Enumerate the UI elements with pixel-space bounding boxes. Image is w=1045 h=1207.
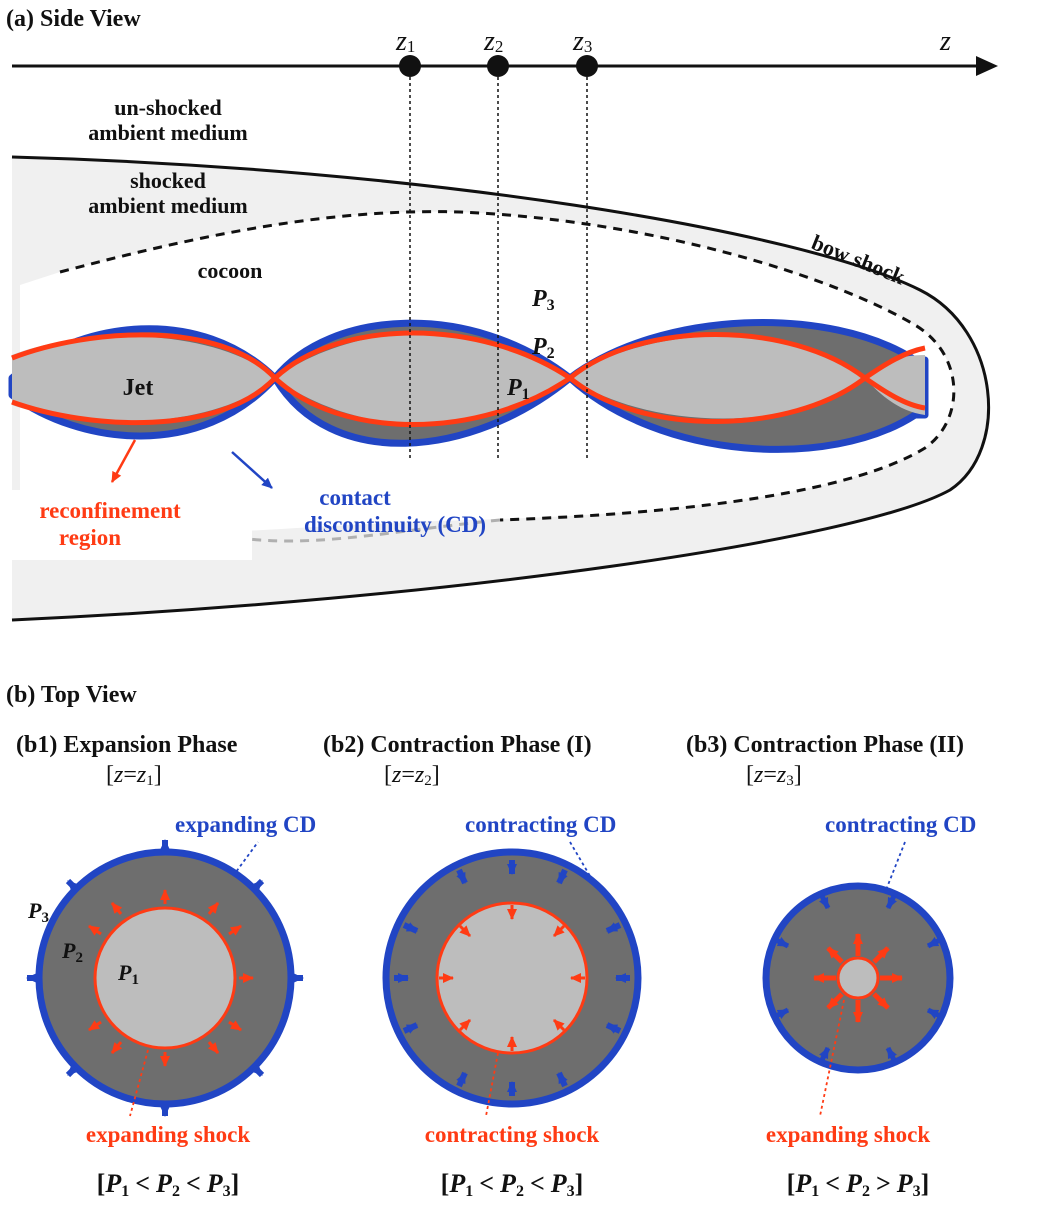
jet-lens-1 — [12, 336, 275, 422]
b3-inequality: [P1<P2>P3] — [787, 1169, 930, 1200]
reconfinement-pointer — [110, 439, 137, 483]
b2-title: (b2) Contraction Phase (I) — [323, 732, 592, 758]
label-backdrop — [12, 490, 252, 560]
cocoon-boundary-dashed — [59, 210, 956, 522]
b1-shock-label: expanding shock — [86, 1122, 250, 1147]
b1-inequality: [P1<P2<P3] — [97, 1169, 240, 1200]
b2-cd-arrows — [394, 860, 630, 1096]
b1-condition: [z=z1] — [106, 762, 162, 789]
unshocked-label-line1: un-shocked — [114, 95, 222, 120]
b2-cd-leader — [569, 841, 591, 877]
contact-label-line2: discontinuity (CD) — [304, 512, 486, 537]
shocked-label-line2: ambient medium — [88, 193, 248, 218]
b2-inequality: [P1<P2<P3] — [441, 1169, 584, 1200]
b3-condition: [z=z3] — [746, 762, 802, 789]
b1-shock-arrows — [88, 889, 254, 1067]
cocoon-boundary-dashed-lower — [149, 518, 501, 543]
panel-b2: (b2) Contraction Phase (I) [z=z2] — [323, 732, 642, 1200]
z-point-3: z3 — [572, 26, 598, 77]
jet-label: Jet — [123, 375, 154, 401]
jet-lens-2 — [275, 333, 570, 425]
z-axis-arrow-icon — [976, 56, 998, 76]
b3-shock-circle — [836, 956, 880, 1000]
p2-label: P2 — [531, 334, 555, 362]
reconfinement-shock-lines — [11, 330, 926, 427]
cocoon-label: cocoon — [198, 258, 263, 283]
panel-b3: (b3) Contraction Phase (II) [z=z3] — [686, 732, 976, 1200]
panel-b1: (b1) Expansion Phase [z=z1] — [16, 732, 316, 1200]
contact-label-line1: contact — [319, 485, 391, 510]
b2-shock-circle — [435, 901, 589, 1055]
b3-shock-arrows — [813, 933, 903, 1023]
unshocked-label-line2: ambient medium — [88, 120, 248, 145]
svg-text:z1: z1 — [395, 26, 415, 57]
z-point-1: z1 — [395, 26, 421, 77]
b1-shock-circle — [93, 906, 237, 1050]
reconfinement-label-line1: reconfinement — [39, 498, 181, 523]
cd-pointer — [231, 451, 273, 489]
b2-shock-label: contracting shock — [425, 1122, 600, 1147]
reconfinement-label-line2: region — [59, 525, 121, 550]
b1-p3-label: P3 — [27, 898, 49, 926]
top-view-panel: (b) Top View (b1) Expansion Phase [z=z1] — [6, 682, 976, 1200]
b2-shock-arrows — [439, 905, 585, 1051]
top-view-title: (b) Top View — [6, 682, 137, 708]
p3-label: P3 — [531, 286, 555, 314]
svg-text:z3: z3 — [572, 26, 592, 57]
bow-shock-line — [11, 155, 991, 622]
b2-condition: [z=z2] — [384, 762, 440, 789]
b3-cd-arrows — [774, 894, 942, 1062]
b1-cd-leader — [232, 841, 259, 877]
jet-lens-3 — [570, 336, 865, 419]
b3-title: (b3) Contraction Phase (II) — [686, 732, 964, 758]
b1-cd-label: expanding CD — [175, 812, 316, 837]
side-view-panel: (a) Side View z z1 z2 z3 — [6, 6, 998, 622]
b3-cd-leader — [885, 841, 906, 891]
b1-cd-arrows — [26, 839, 304, 1117]
side-view-title: (a) Side View — [6, 6, 141, 32]
b2-cd-label: contracting CD — [465, 812, 616, 837]
b1-p2-label: P2 — [61, 938, 83, 966]
svg-text:z2: z2 — [483, 26, 503, 57]
shocked-label-line1: shocked — [130, 168, 206, 193]
b3-shock-leader — [819, 999, 845, 1117]
p1-label: P1 — [506, 375, 530, 403]
z-point-2: z2 — [483, 26, 509, 77]
b2-shock-leader — [485, 1052, 499, 1117]
b1-title: (b1) Expansion Phase — [16, 732, 238, 758]
z-axis-label: z — [939, 26, 951, 57]
b1-p1-label: P1 — [117, 960, 139, 988]
b3-shock-label: expanding shock — [766, 1122, 930, 1147]
b3-cd-label: contracting CD — [825, 812, 976, 837]
